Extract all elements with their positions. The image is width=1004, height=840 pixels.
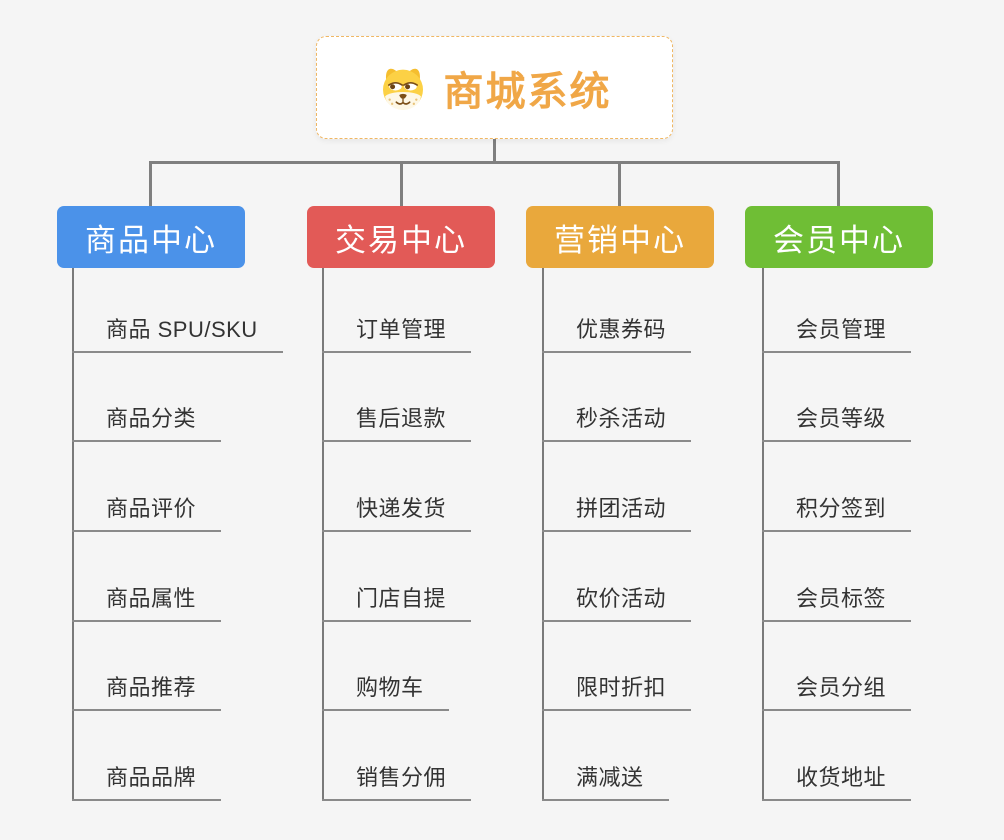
leaf-node[interactable]: 优惠券码 xyxy=(542,311,692,353)
leaf-node[interactable]: 商品品牌 xyxy=(72,759,222,801)
column-line xyxy=(322,268,324,800)
leaf-node[interactable]: 商品 SPU/SKU xyxy=(72,311,283,353)
branch-node-member-center[interactable]: 会员中心 xyxy=(745,206,933,268)
leaf-node[interactable]: 销售分佣 xyxy=(322,759,472,801)
leaf-node[interactable]: 积分签到 xyxy=(762,490,912,532)
branch-node-trade-center[interactable]: 交易中心 xyxy=(307,206,495,268)
leaf-node[interactable]: 限时折扣 xyxy=(542,669,692,711)
page-title: 商城系统 xyxy=(443,69,612,114)
column-line xyxy=(762,268,764,800)
connector-drop-trade-center xyxy=(400,161,403,207)
connector-root-drop xyxy=(493,139,496,164)
connector-drop-member-center xyxy=(837,161,840,207)
dog-face-icon xyxy=(378,63,428,113)
leaf-node[interactable]: 订单管理 xyxy=(322,311,472,353)
leaf-node[interactable]: 商品分类 xyxy=(72,400,222,442)
leaf-node[interactable]: 拼团活动 xyxy=(542,490,692,532)
connector-drop-marketing-center xyxy=(618,161,621,207)
connector-drop-product-center xyxy=(149,161,152,207)
leaf-node[interactable]: 收货地址 xyxy=(762,759,912,801)
leaf-node[interactable]: 秒杀活动 xyxy=(542,400,692,442)
leaf-node[interactable]: 商品属性 xyxy=(72,580,222,622)
leaf-node[interactable]: 商品推荐 xyxy=(72,669,222,711)
leaf-node[interactable]: 购物车 xyxy=(322,669,449,711)
leaf-node[interactable]: 商品评价 xyxy=(72,490,222,532)
leaf-node[interactable]: 会员等级 xyxy=(762,400,912,442)
leaf-node[interactable]: 售后退款 xyxy=(322,400,472,442)
connector-bus xyxy=(150,161,839,164)
leaf-node[interactable]: 满减送 xyxy=(542,759,669,801)
leaf-node[interactable]: 门店自提 xyxy=(322,580,472,622)
leaf-node[interactable]: 会员管理 xyxy=(762,311,912,353)
column-line xyxy=(72,268,74,800)
column-line xyxy=(542,268,544,800)
branch-node-product-center[interactable]: 商品中心 xyxy=(57,206,245,268)
root-node[interactable]: 商城系统 xyxy=(316,36,673,139)
branch-node-marketing-center[interactable]: 营销中心 xyxy=(526,206,714,268)
leaf-node[interactable]: 会员分组 xyxy=(762,669,912,711)
leaf-node[interactable]: 会员标签 xyxy=(762,580,912,622)
leaf-node[interactable]: 快递发货 xyxy=(322,490,472,532)
leaf-node[interactable]: 砍价活动 xyxy=(542,580,692,622)
